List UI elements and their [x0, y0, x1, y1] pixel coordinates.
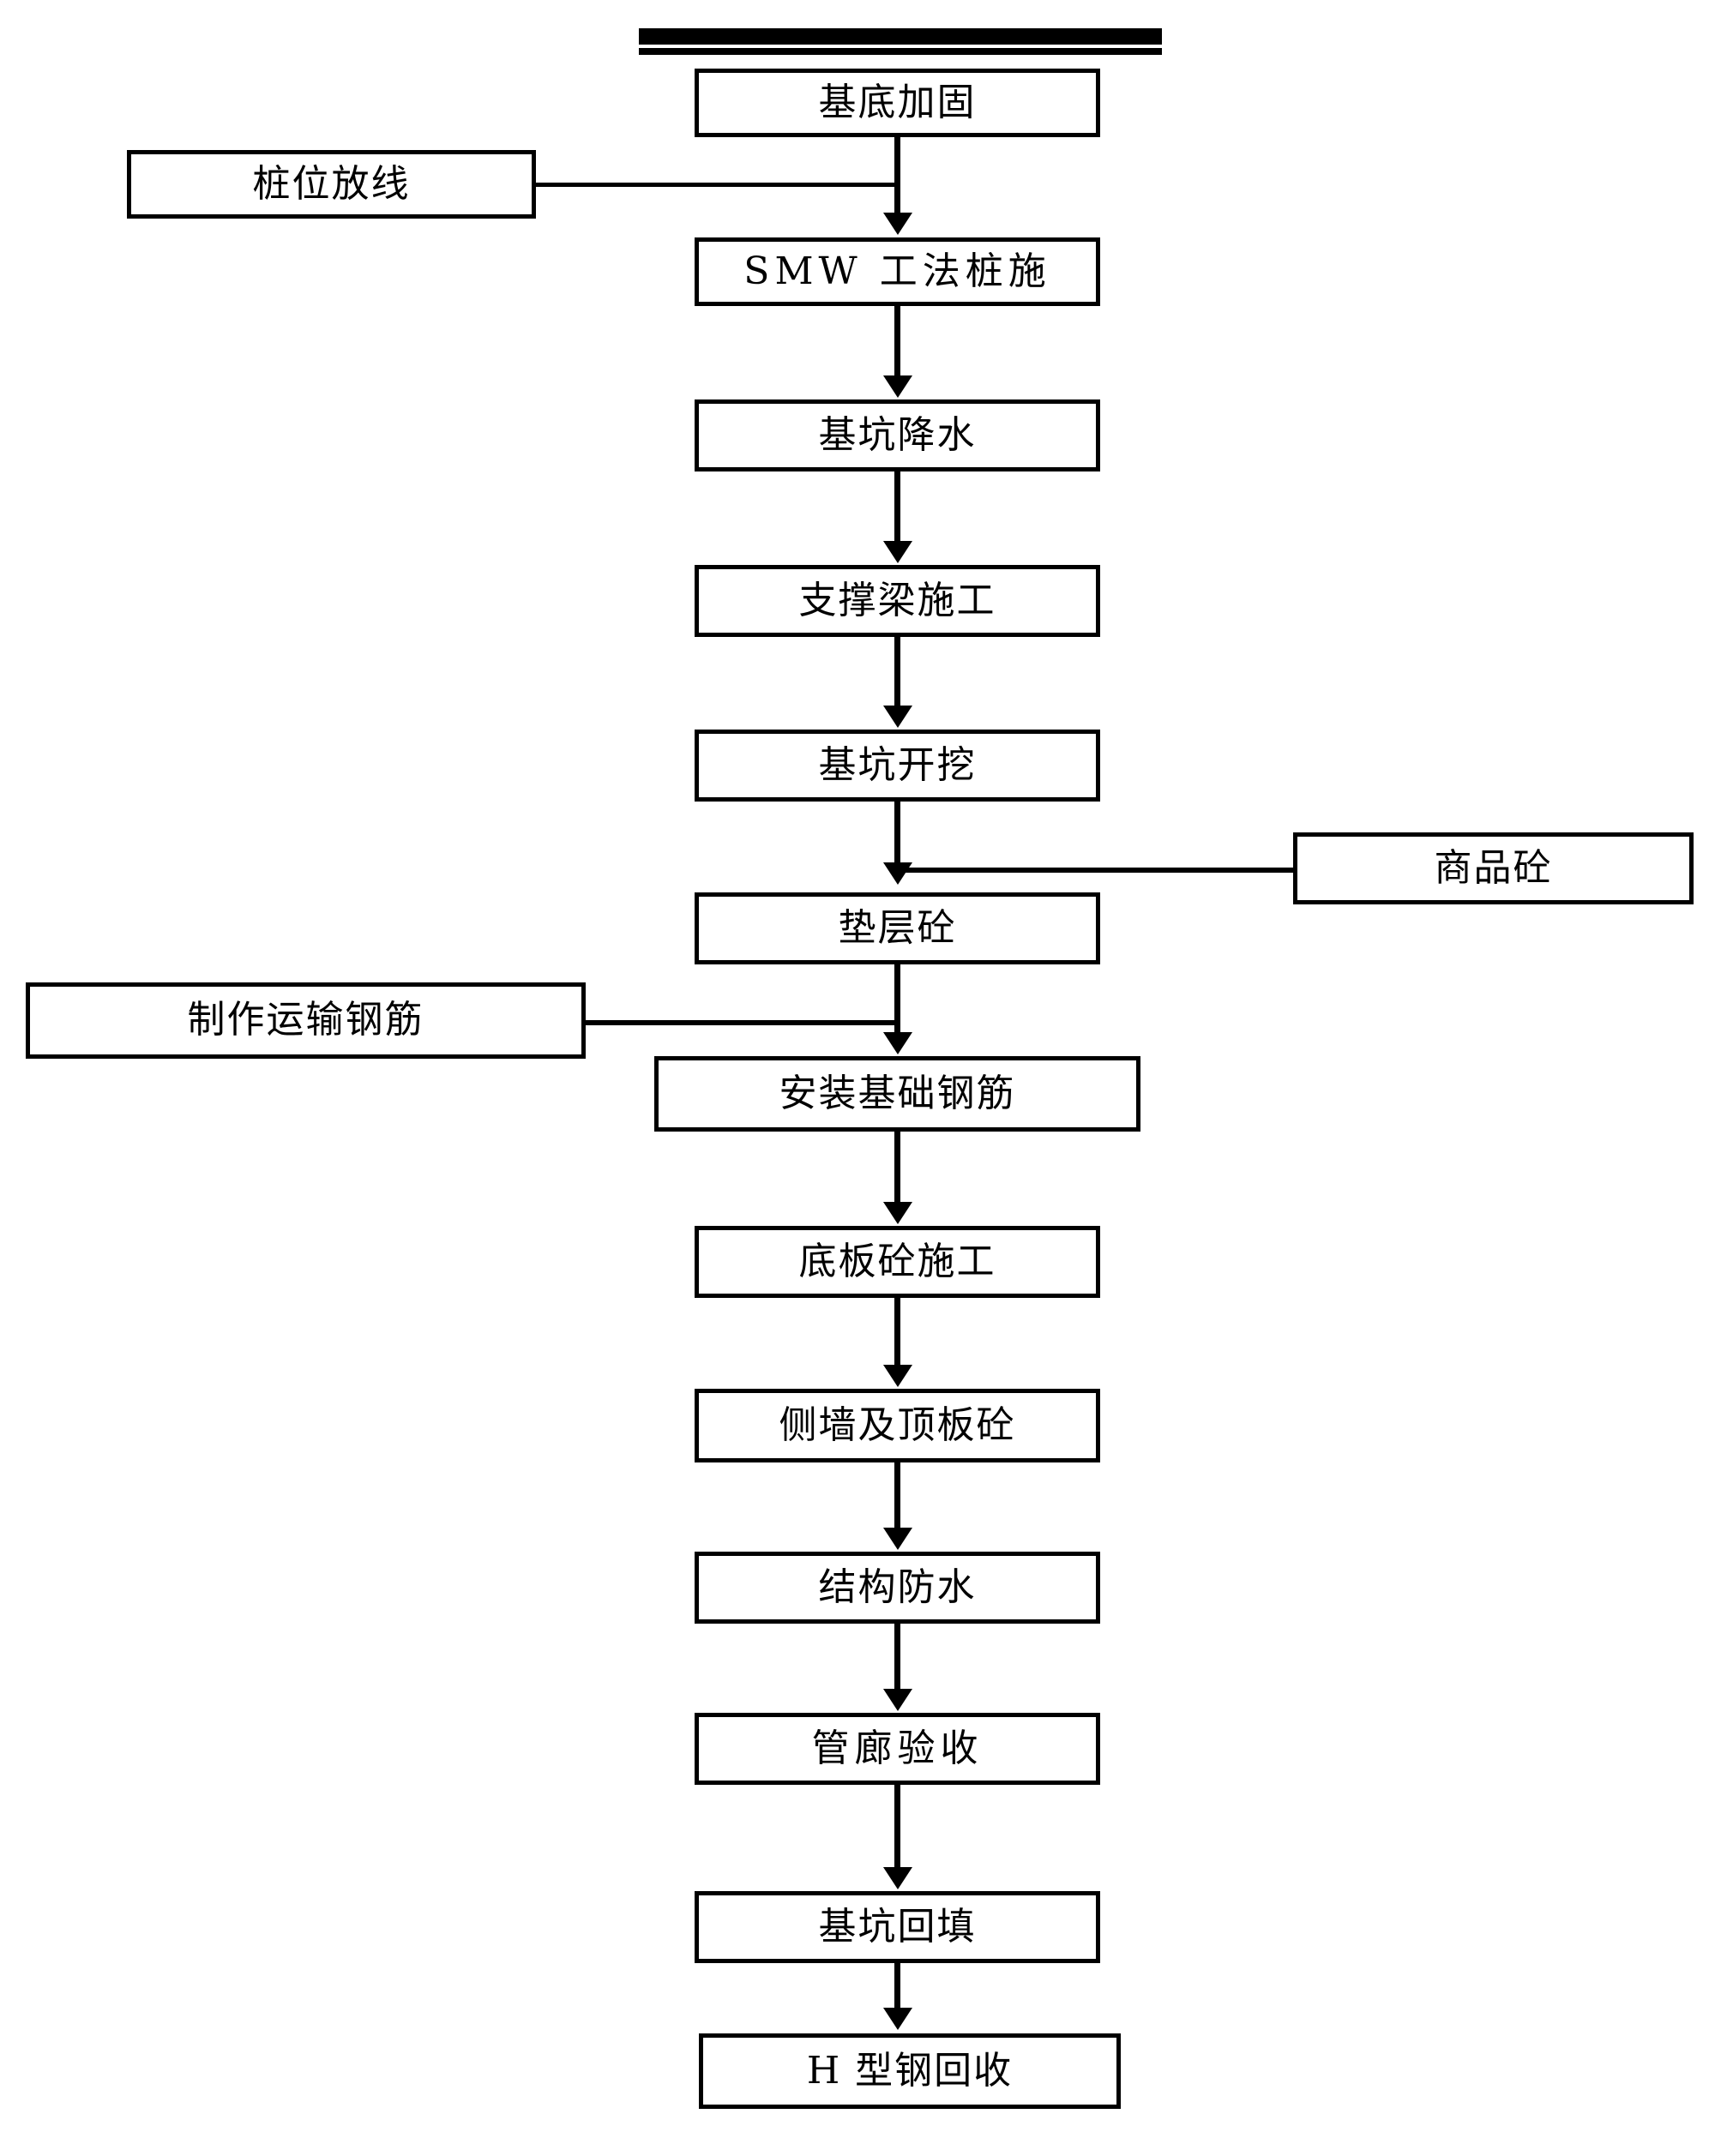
node-cushion-concrete[interactable]: 垫层砼 [695, 892, 1100, 964]
node-dewatering[interactable]: 基坑降水 [695, 399, 1100, 471]
node-label: 基底加固 [818, 80, 977, 124]
node-label: 桩位放线 [252, 161, 411, 206]
arrowhead-n7-n8 [883, 1202, 912, 1224]
header-rule-thin [639, 48, 1162, 55]
arrowhead-n6-n7 [883, 1032, 912, 1054]
node-label: 基坑降水 [818, 412, 977, 457]
connector-n1-n2 [894, 137, 900, 216]
arrowhead-n1-n2 [883, 213, 912, 235]
node-excavation[interactable]: 基坑开挖 [695, 730, 1100, 802]
connector-n11-n12 [894, 1785, 900, 1869]
arrowhead-n2-n3 [883, 375, 912, 398]
node-label: 基坑回填 [818, 1904, 977, 1949]
node-pile-setting-out[interactable]: 桩位放线 [127, 150, 536, 219]
node-label: 侧墙及顶板砼 [779, 1402, 1016, 1447]
node-base-reinforcement[interactable]: 基底加固 [695, 69, 1100, 137]
connector-n2-n3 [894, 306, 900, 377]
node-fabricate-transport-rebar[interactable]: 制作运输钢筋 [26, 982, 586, 1059]
node-label: 安装基础钢筋 [779, 1071, 1016, 1115]
node-install-rebar[interactable]: 安装基础钢筋 [654, 1056, 1140, 1132]
node-structure-waterproof[interactable]: 结构防水 [695, 1552, 1100, 1624]
connector-n4-n5 [894, 637, 900, 707]
connector-n3-n4 [894, 471, 900, 543]
arrowhead-n3-n4 [883, 541, 912, 563]
arrowhead-n9-n10 [883, 1528, 912, 1550]
connector-n8-n9 [894, 1298, 900, 1365]
arrowhead-n11-n12 [883, 1867, 912, 1889]
node-backfill[interactable]: 基坑回填 [695, 1891, 1100, 1963]
node-wall-roof-concrete[interactable]: 侧墙及顶板砼 [695, 1389, 1100, 1462]
connector-n6-n7 [894, 964, 900, 1035]
arrowhead-n10-n11 [883, 1689, 912, 1711]
node-label: 底板砼施工 [798, 1239, 996, 1283]
arrowhead-n12-n13 [883, 2008, 912, 2030]
connector-s3-n7 [586, 1020, 898, 1025]
connector-n7-n8 [894, 1132, 900, 1204]
node-label: 商品砼 [1434, 845, 1553, 890]
node-label: 基坑开挖 [818, 742, 977, 787]
node-slab-concrete[interactable]: 底板砼施工 [695, 1226, 1100, 1298]
node-label: 支撑梁施工 [798, 578, 996, 622]
connector-n5-n6 [894, 802, 900, 864]
node-support-beam[interactable]: 支撑梁施工 [695, 565, 1100, 637]
node-h-steel-recovery[interactable]: H 型钢回收 [699, 2033, 1121, 2109]
header-rule-thick [639, 28, 1162, 45]
node-label: H 型钢回收 [806, 2048, 1014, 2093]
arrowhead-n5-n6 [883, 862, 912, 885]
node-label: 结构防水 [818, 1564, 977, 1609]
arrowhead-n4-n5 [883, 706, 912, 728]
connector-n10-n11 [894, 1624, 900, 1691]
node-smw-pile[interactable]: SMW 工法桩施 [695, 237, 1100, 306]
node-label: 制作运输钢筋 [187, 998, 424, 1042]
node-label: 垫层砼 [838, 905, 957, 950]
connector-s2-n6 [897, 868, 1295, 873]
node-corridor-acceptance[interactable]: 管廊验收 [695, 1713, 1100, 1785]
connector-s1-n2 [536, 183, 896, 187]
node-label: 管廊验收 [811, 1726, 984, 1770]
arrowhead-n8-n9 [883, 1365, 912, 1387]
connector-n12-n13 [894, 1963, 900, 2009]
connector-n9-n10 [894, 1462, 900, 1529]
node-ready-mix-concrete[interactable]: 商品砼 [1293, 832, 1694, 904]
node-label: SMW 工法桩施 [743, 249, 1051, 293]
